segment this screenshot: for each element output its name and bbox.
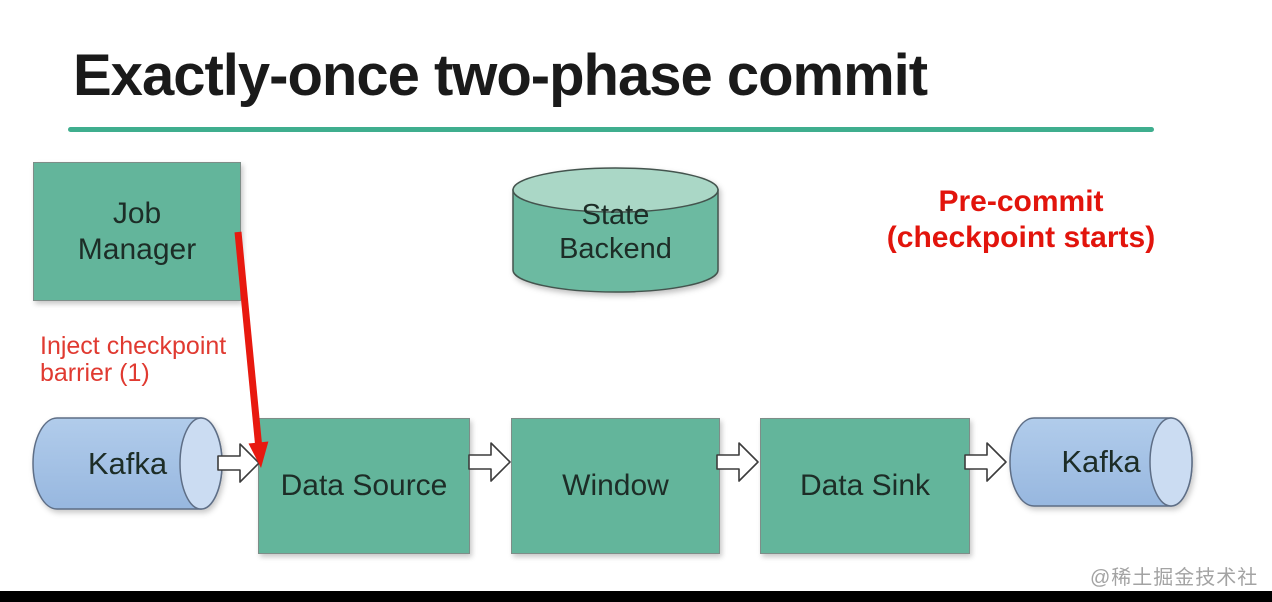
node-job-manager: Job Manager — [33, 162, 241, 301]
flow-arrow-icon — [964, 442, 1007, 482]
node-kafka-source-label: Kafka — [87, 445, 168, 481]
node-kafka-sink-label: Kafka — [1061, 444, 1141, 479]
page-title: Exactly-once two-phase commit — [73, 43, 928, 108]
node-state-backend-label: State Backend — [559, 199, 672, 265]
node-window-label: Window — [562, 469, 669, 502]
flow-arrow-icon — [217, 443, 260, 483]
barrier-annotation: Inject checkpoint barrier (1) — [40, 333, 226, 387]
flow-arrow-icon — [468, 442, 511, 482]
phase-label: Pre-commit (checkpoint starts) — [841, 184, 1201, 256]
flow-arrow-icon — [716, 442, 759, 482]
node-data-sink-label: Data Sink — [799, 469, 931, 502]
node-data-source: Data Source — [258, 418, 470, 554]
node-window: Window — [511, 418, 720, 554]
phase-label-line2: (checkpoint starts) — [886, 221, 1156, 254]
node-data-source-label: Data Source — [280, 469, 448, 502]
node-data-sink: Data Sink — [760, 418, 970, 554]
phase-label-line1: Pre-commit — [938, 185, 1104, 218]
bottom-bar — [0, 591, 1272, 602]
barrier-annotation-line1: Inject checkpoint — [40, 332, 227, 360]
title-underline — [68, 127, 1154, 132]
node-job-manager-label: Job Manager — [77, 196, 197, 266]
barrier-annotation-line2: barrier (1) — [40, 359, 150, 387]
